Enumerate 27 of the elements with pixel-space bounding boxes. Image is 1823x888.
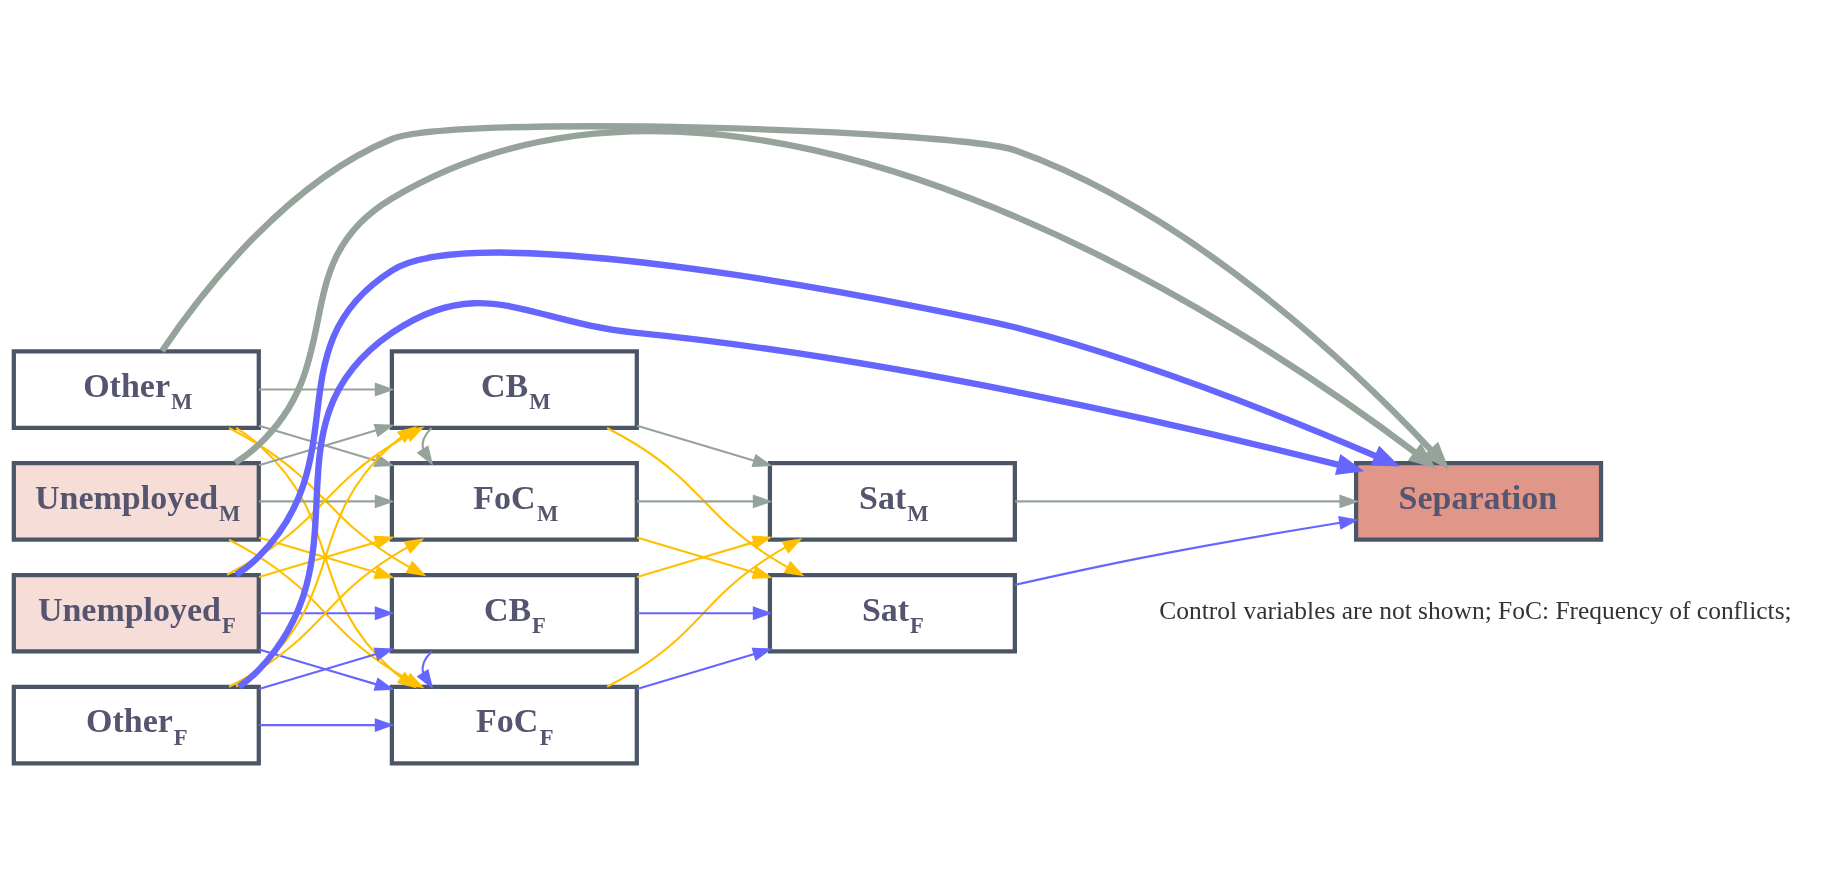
- node-box: Unemployed$_{M}$: [11, 460, 261, 542]
- arrow: [416, 650, 434, 689]
- node-box: Other$_{M}$: [11, 348, 261, 430]
- node-box: Separation: [1353, 460, 1604, 542]
- arrow: [1014, 515, 1359, 586]
- arrow: [606, 426, 805, 576]
- node-box: FoC$_{F}$: [389, 684, 639, 765]
- node-box: FoC$_{M}$: [389, 460, 639, 542]
- arrow: [259, 717, 395, 732]
- arrow: [234, 249, 1400, 577]
- arrow: [259, 382, 395, 396]
- arrow: [259, 605, 395, 620]
- arrow: [1015, 493, 1360, 508]
- arrow: [637, 493, 773, 508]
- arrow: [606, 537, 803, 688]
- node-box: CB$_{F}$: [389, 572, 639, 654]
- arrow: [637, 605, 773, 620]
- arrow: [636, 424, 773, 467]
- node-box: Other$_{F}$: [11, 684, 261, 765]
- label: Control variables are not shown; FoC: Frequency of conflicts;: [1159, 595, 1792, 625]
- node-box: Sat$_{F}$: [767, 572, 1017, 654]
- arrow: [416, 426, 434, 466]
- node-box: CB$_{M}$: [389, 348, 639, 430]
- arrow: [636, 647, 773, 690]
- node-box: Unemployed$_{F}$: [11, 572, 261, 654]
- arrow: [259, 493, 395, 508]
- node-box: Sat$_{M}$: [767, 460, 1017, 542]
